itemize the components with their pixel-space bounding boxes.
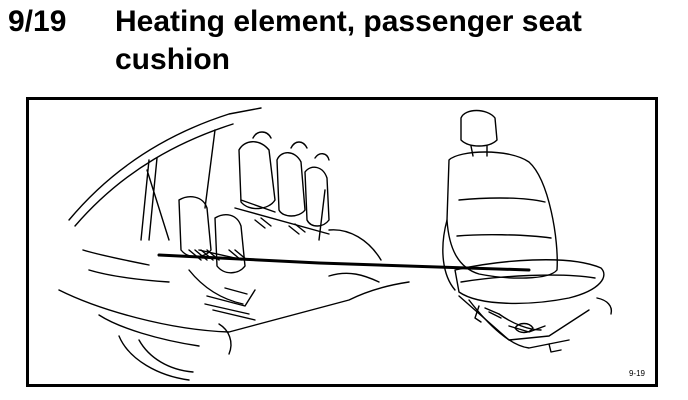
figure-reference: 9-19 <box>628 369 645 378</box>
car-interior-illustration-icon <box>58 107 410 381</box>
seat-illustration-icon <box>442 109 613 353</box>
pointer-line-icon <box>157 253 531 272</box>
section-number: 9/19 <box>8 5 67 38</box>
figure-frame: 9-19 <box>26 97 658 387</box>
section-title: Heating element, passenger seat cushion <box>115 5 582 76</box>
